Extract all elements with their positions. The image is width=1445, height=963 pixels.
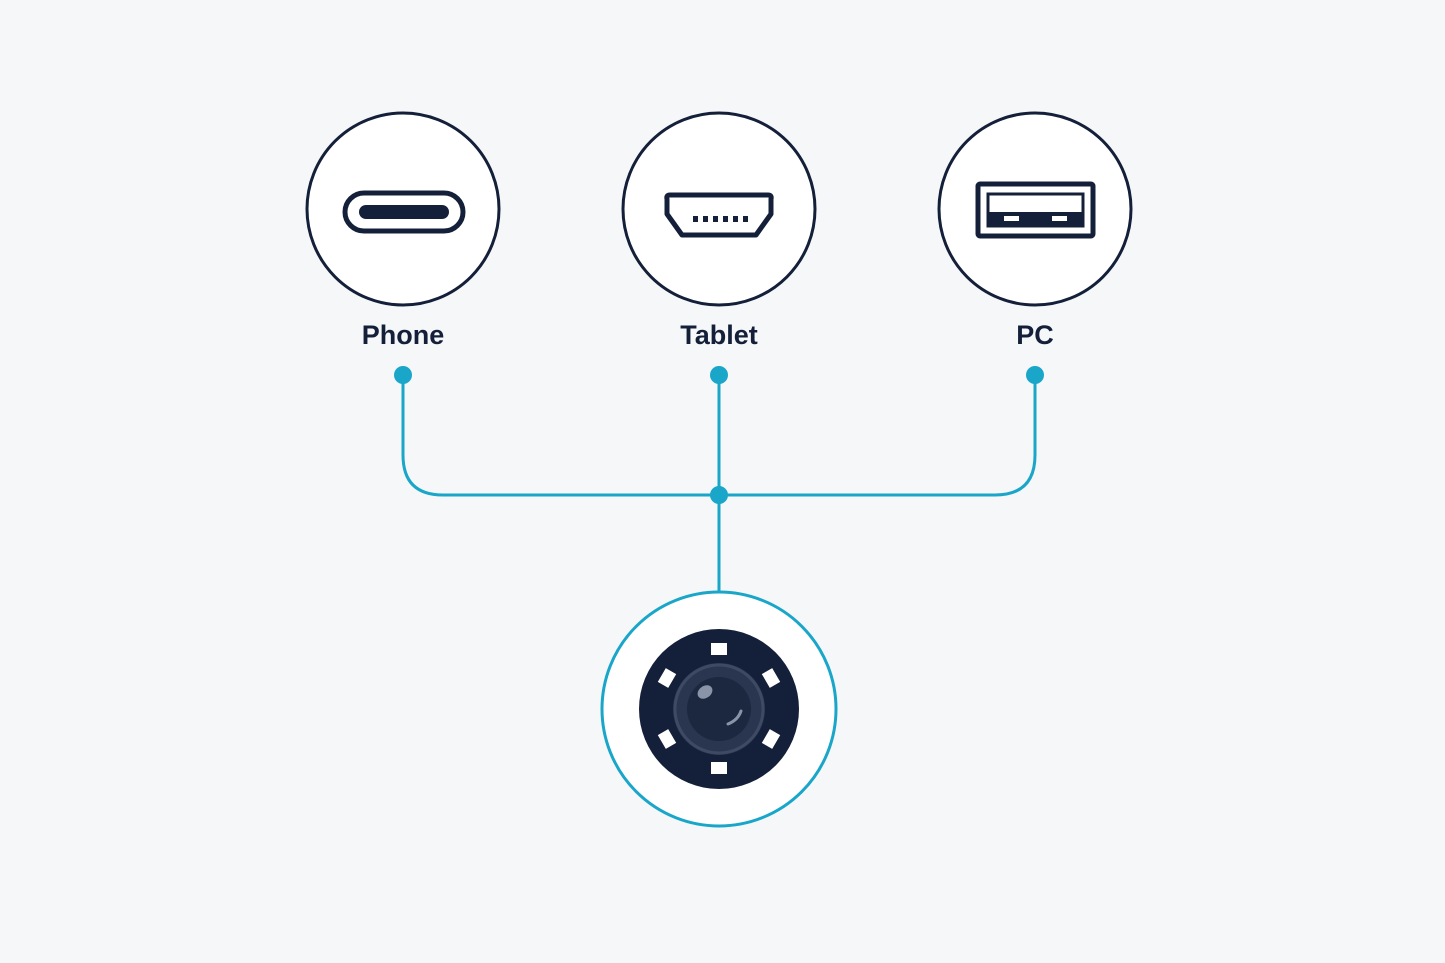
usb-a-port-icon bbox=[975, 181, 1096, 239]
device-label-phone: Phone bbox=[362, 320, 445, 350]
usb-c-port-icon bbox=[342, 190, 466, 234]
connector-line-phone bbox=[401, 375, 719, 497]
connector-dot-phone bbox=[394, 366, 412, 384]
micro-usb-port-icon bbox=[664, 192, 774, 238]
connector-line-pc bbox=[719, 375, 1037, 497]
camera-led bbox=[657, 668, 677, 688]
device-label-tablet: Tablet bbox=[680, 320, 758, 350]
camera-node bbox=[600, 590, 838, 828]
camera-lens-icon bbox=[639, 629, 799, 789]
port-circle-pc bbox=[937, 111, 1133, 307]
connector-dot-tablet bbox=[710, 366, 728, 384]
device-node-tablet: Tablet bbox=[621, 111, 817, 350]
device-label-pc: PC bbox=[1016, 320, 1054, 350]
camera-led bbox=[761, 668, 781, 688]
camera-led bbox=[761, 729, 781, 749]
junction-dot bbox=[710, 486, 728, 504]
connector-dots bbox=[394, 366, 1044, 504]
camera-led bbox=[657, 729, 677, 749]
camera-led-ring bbox=[657, 643, 781, 774]
connector-dot-pc bbox=[1026, 366, 1044, 384]
device-node-pc: PC bbox=[937, 111, 1133, 350]
device-node-phone: Phone bbox=[305, 111, 501, 350]
connector-tree bbox=[401, 375, 1037, 591]
port-circle-tablet bbox=[621, 111, 817, 307]
camera-led bbox=[711, 762, 727, 774]
camera-led bbox=[711, 643, 727, 655]
